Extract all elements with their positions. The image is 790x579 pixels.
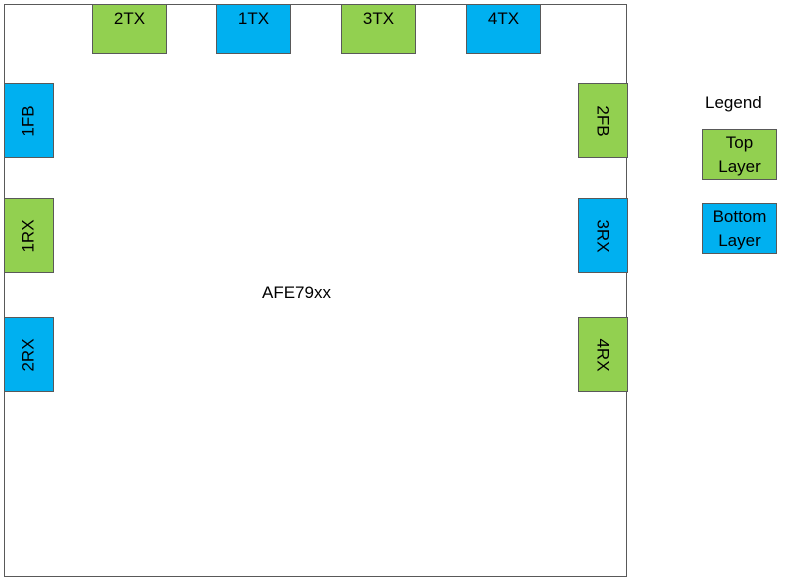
pin-4rx: 4RX — [578, 317, 628, 392]
pin-1fb: 1FB — [4, 83, 54, 158]
chip-label: AFE79xx — [262, 283, 331, 302]
pin-label: 3TX — [362, 9, 395, 28]
pin-label: 4RX — [593, 337, 613, 372]
pin-label: 1RX — [18, 218, 38, 253]
legend-bottom-layer: Bottom Layer — [702, 203, 777, 254]
pin-3tx: 3TX — [341, 4, 416, 54]
pin-label: 2FB — [594, 104, 613, 137]
pin-label: 1FB — [19, 104, 38, 137]
pin-label: 1TX — [237, 9, 270, 28]
pin-label: 3RX — [593, 218, 613, 253]
pin-4tx: 4TX — [466, 4, 541, 54]
legend-bottom-layer-line2: Layer — [718, 230, 761, 250]
pin-2tx: 2TX — [92, 4, 167, 54]
legend-title: Legend — [705, 93, 762, 112]
pin-2rx: 2RX — [4, 317, 54, 392]
legend-top-layer-line1: Top — [725, 132, 754, 152]
pin-1tx: 1TX — [216, 4, 291, 54]
pin-1rx: 1RX — [4, 198, 54, 273]
pin-label: 2RX — [18, 337, 38, 372]
pin-3rx: 3RX — [578, 198, 628, 273]
afe79xx-chip-outline — [4, 4, 627, 577]
pin-label: 2TX — [113, 9, 146, 28]
pin-label: 4TX — [487, 9, 520, 28]
legend-top-layer-line2: Layer — [718, 156, 761, 176]
legend-bottom-layer-line1: Bottom — [712, 206, 767, 226]
legend-top-layer: Top Layer — [702, 129, 777, 180]
pin-2fb: 2FB — [578, 83, 628, 158]
